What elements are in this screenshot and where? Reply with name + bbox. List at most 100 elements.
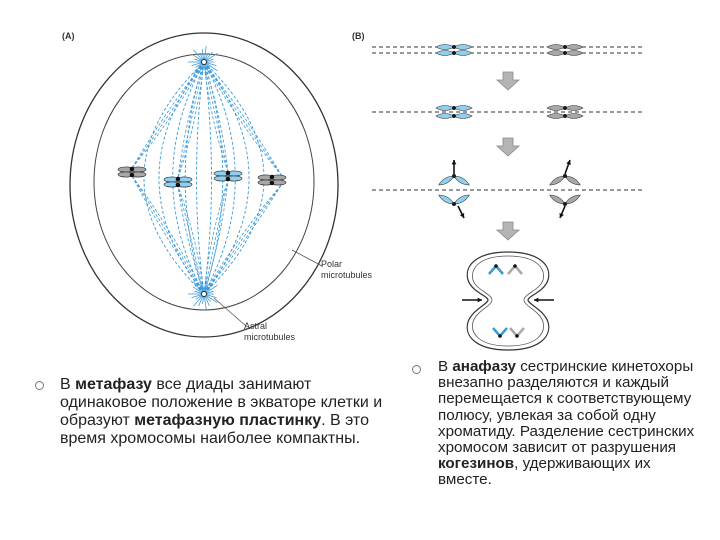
kinetochore-microtubule bbox=[131, 175, 205, 295]
kinetochore bbox=[129, 172, 135, 178]
kinetochore-microtubule bbox=[203, 183, 283, 295]
kinetochore-microtubule bbox=[177, 61, 205, 179]
kinetochore bbox=[129, 166, 135, 172]
kinetochore bbox=[175, 176, 181, 182]
kinetochore-microtubule bbox=[203, 183, 283, 295]
metaphase-chromosome bbox=[117, 166, 147, 178]
chromatid bbox=[564, 105, 584, 111]
chromatid bbox=[564, 175, 581, 186]
chromatid bbox=[549, 194, 566, 205]
chromatid bbox=[438, 194, 455, 205]
chromatid bbox=[453, 175, 470, 186]
polar-microtubule bbox=[203, 61, 212, 295]
astral-microtubules-label: Astral microtubules bbox=[244, 321, 295, 343]
kinetochore-microtubule bbox=[177, 185, 205, 295]
kinetochore bbox=[452, 114, 456, 118]
kinetochore bbox=[225, 176, 231, 182]
metaphase-paragraph: В метафазу все диады занимают одинаковое… bbox=[60, 376, 390, 448]
cohesin-term: когезинов bbox=[438, 455, 515, 473]
panel-b-label: (B) bbox=[352, 31, 365, 41]
kinetochore bbox=[452, 174, 456, 178]
metaphase-text-3: . В это время хромосомы наиболее компакт… bbox=[60, 412, 369, 447]
kinetochore-microtubule bbox=[177, 61, 205, 179]
kinetochore-microtubule bbox=[203, 61, 283, 177]
kinetochore bbox=[563, 45, 567, 49]
kinetochore bbox=[494, 264, 498, 268]
anaphase-paragraph: В анафазу сестринские кинетохоры внезапн… bbox=[438, 358, 708, 489]
kinetochore bbox=[563, 174, 567, 178]
astral-callout-line bbox=[213, 297, 247, 327]
metaphase-chromosome bbox=[213, 170, 243, 182]
chromatid bbox=[564, 44, 584, 50]
kinetochore-microtubule bbox=[131, 61, 205, 169]
cell-outline bbox=[466, 251, 550, 351]
polar-microtubules-label: Polar microtubules bbox=[321, 259, 372, 281]
bullet-icon bbox=[35, 381, 44, 390]
cell-outline bbox=[69, 32, 339, 338]
pole-arrow-head bbox=[477, 297, 482, 303]
polar-callout-line bbox=[291, 249, 323, 267]
cell-membrane bbox=[93, 53, 315, 311]
metaphase-chromosome bbox=[163, 176, 193, 188]
kinetochore-microtubule bbox=[203, 61, 229, 173]
chromatid bbox=[546, 44, 566, 50]
chromatid bbox=[453, 50, 473, 56]
kinetochore-microtubule bbox=[203, 61, 229, 173]
mitosis-diagram bbox=[69, 32, 642, 351]
chromatid bbox=[546, 113, 566, 119]
pole-arrow-head bbox=[559, 213, 564, 218]
panel-a-spindle bbox=[69, 32, 339, 338]
kinetochore-microtubule bbox=[203, 179, 229, 295]
kinetochore-microtubule bbox=[177, 61, 205, 179]
kinetochore-microtubule bbox=[131, 61, 205, 169]
astral-label-line2: microtubules bbox=[244, 332, 296, 342]
kinetochore bbox=[452, 106, 456, 110]
centrosome bbox=[201, 291, 207, 297]
chromatid bbox=[549, 175, 566, 186]
kinetochore bbox=[452, 51, 456, 55]
kinetochore bbox=[515, 334, 519, 338]
chromatid bbox=[435, 44, 455, 50]
chromatid bbox=[453, 113, 473, 119]
dividing-cell bbox=[466, 251, 550, 351]
chromatid bbox=[438, 175, 455, 186]
kinetochore-microtubule bbox=[131, 175, 205, 295]
panel-b-stages bbox=[372, 44, 642, 351]
kinetochore bbox=[452, 45, 456, 49]
metaphase-plate-term: метафазную пластинку bbox=[134, 412, 322, 429]
pole-arrow-head bbox=[566, 160, 571, 165]
kinetochore bbox=[563, 106, 567, 110]
kinetochore bbox=[513, 264, 517, 268]
chromatid bbox=[435, 113, 455, 119]
chromatid bbox=[546, 50, 566, 56]
kinetochore bbox=[563, 114, 567, 118]
metaphase-text-2: все диады занимают одинаковое положение … bbox=[60, 376, 383, 429]
kinetochore bbox=[563, 202, 567, 206]
kinetochore-microtubule bbox=[203, 183, 283, 295]
polar-label-line1: Polar bbox=[321, 259, 343, 269]
metaphase-term: метафазу bbox=[75, 376, 152, 393]
polar-microtubule bbox=[196, 61, 205, 295]
kinetochore-microtubule bbox=[131, 175, 205, 295]
polar-microtubule bbox=[143, 61, 205, 295]
anaphase-text-1: В bbox=[438, 358, 453, 375]
chromatid bbox=[564, 194, 581, 205]
centrosome bbox=[201, 59, 207, 65]
down-arrow bbox=[495, 221, 521, 241]
pole-arrow-head bbox=[451, 160, 457, 165]
chromatid bbox=[546, 105, 566, 111]
chromatid bbox=[453, 194, 470, 205]
kinetochore bbox=[175, 182, 181, 188]
bullet-icon bbox=[412, 365, 421, 374]
chromatid bbox=[564, 50, 584, 56]
kinetochore bbox=[452, 202, 456, 206]
anaphase-text-2: сестринские кинетохоры внезапно разделяю… bbox=[438, 358, 695, 457]
kinetochore-microtubule bbox=[203, 61, 283, 177]
polar-label-line2: microtubules bbox=[321, 270, 373, 280]
anaphase-text-3: , удерживающих их вместе. bbox=[438, 455, 651, 489]
metaphase-text-1: В bbox=[60, 376, 76, 393]
kinetochore-microtubule bbox=[203, 179, 229, 295]
chromatid bbox=[435, 50, 455, 56]
down-arrow bbox=[495, 71, 521, 91]
